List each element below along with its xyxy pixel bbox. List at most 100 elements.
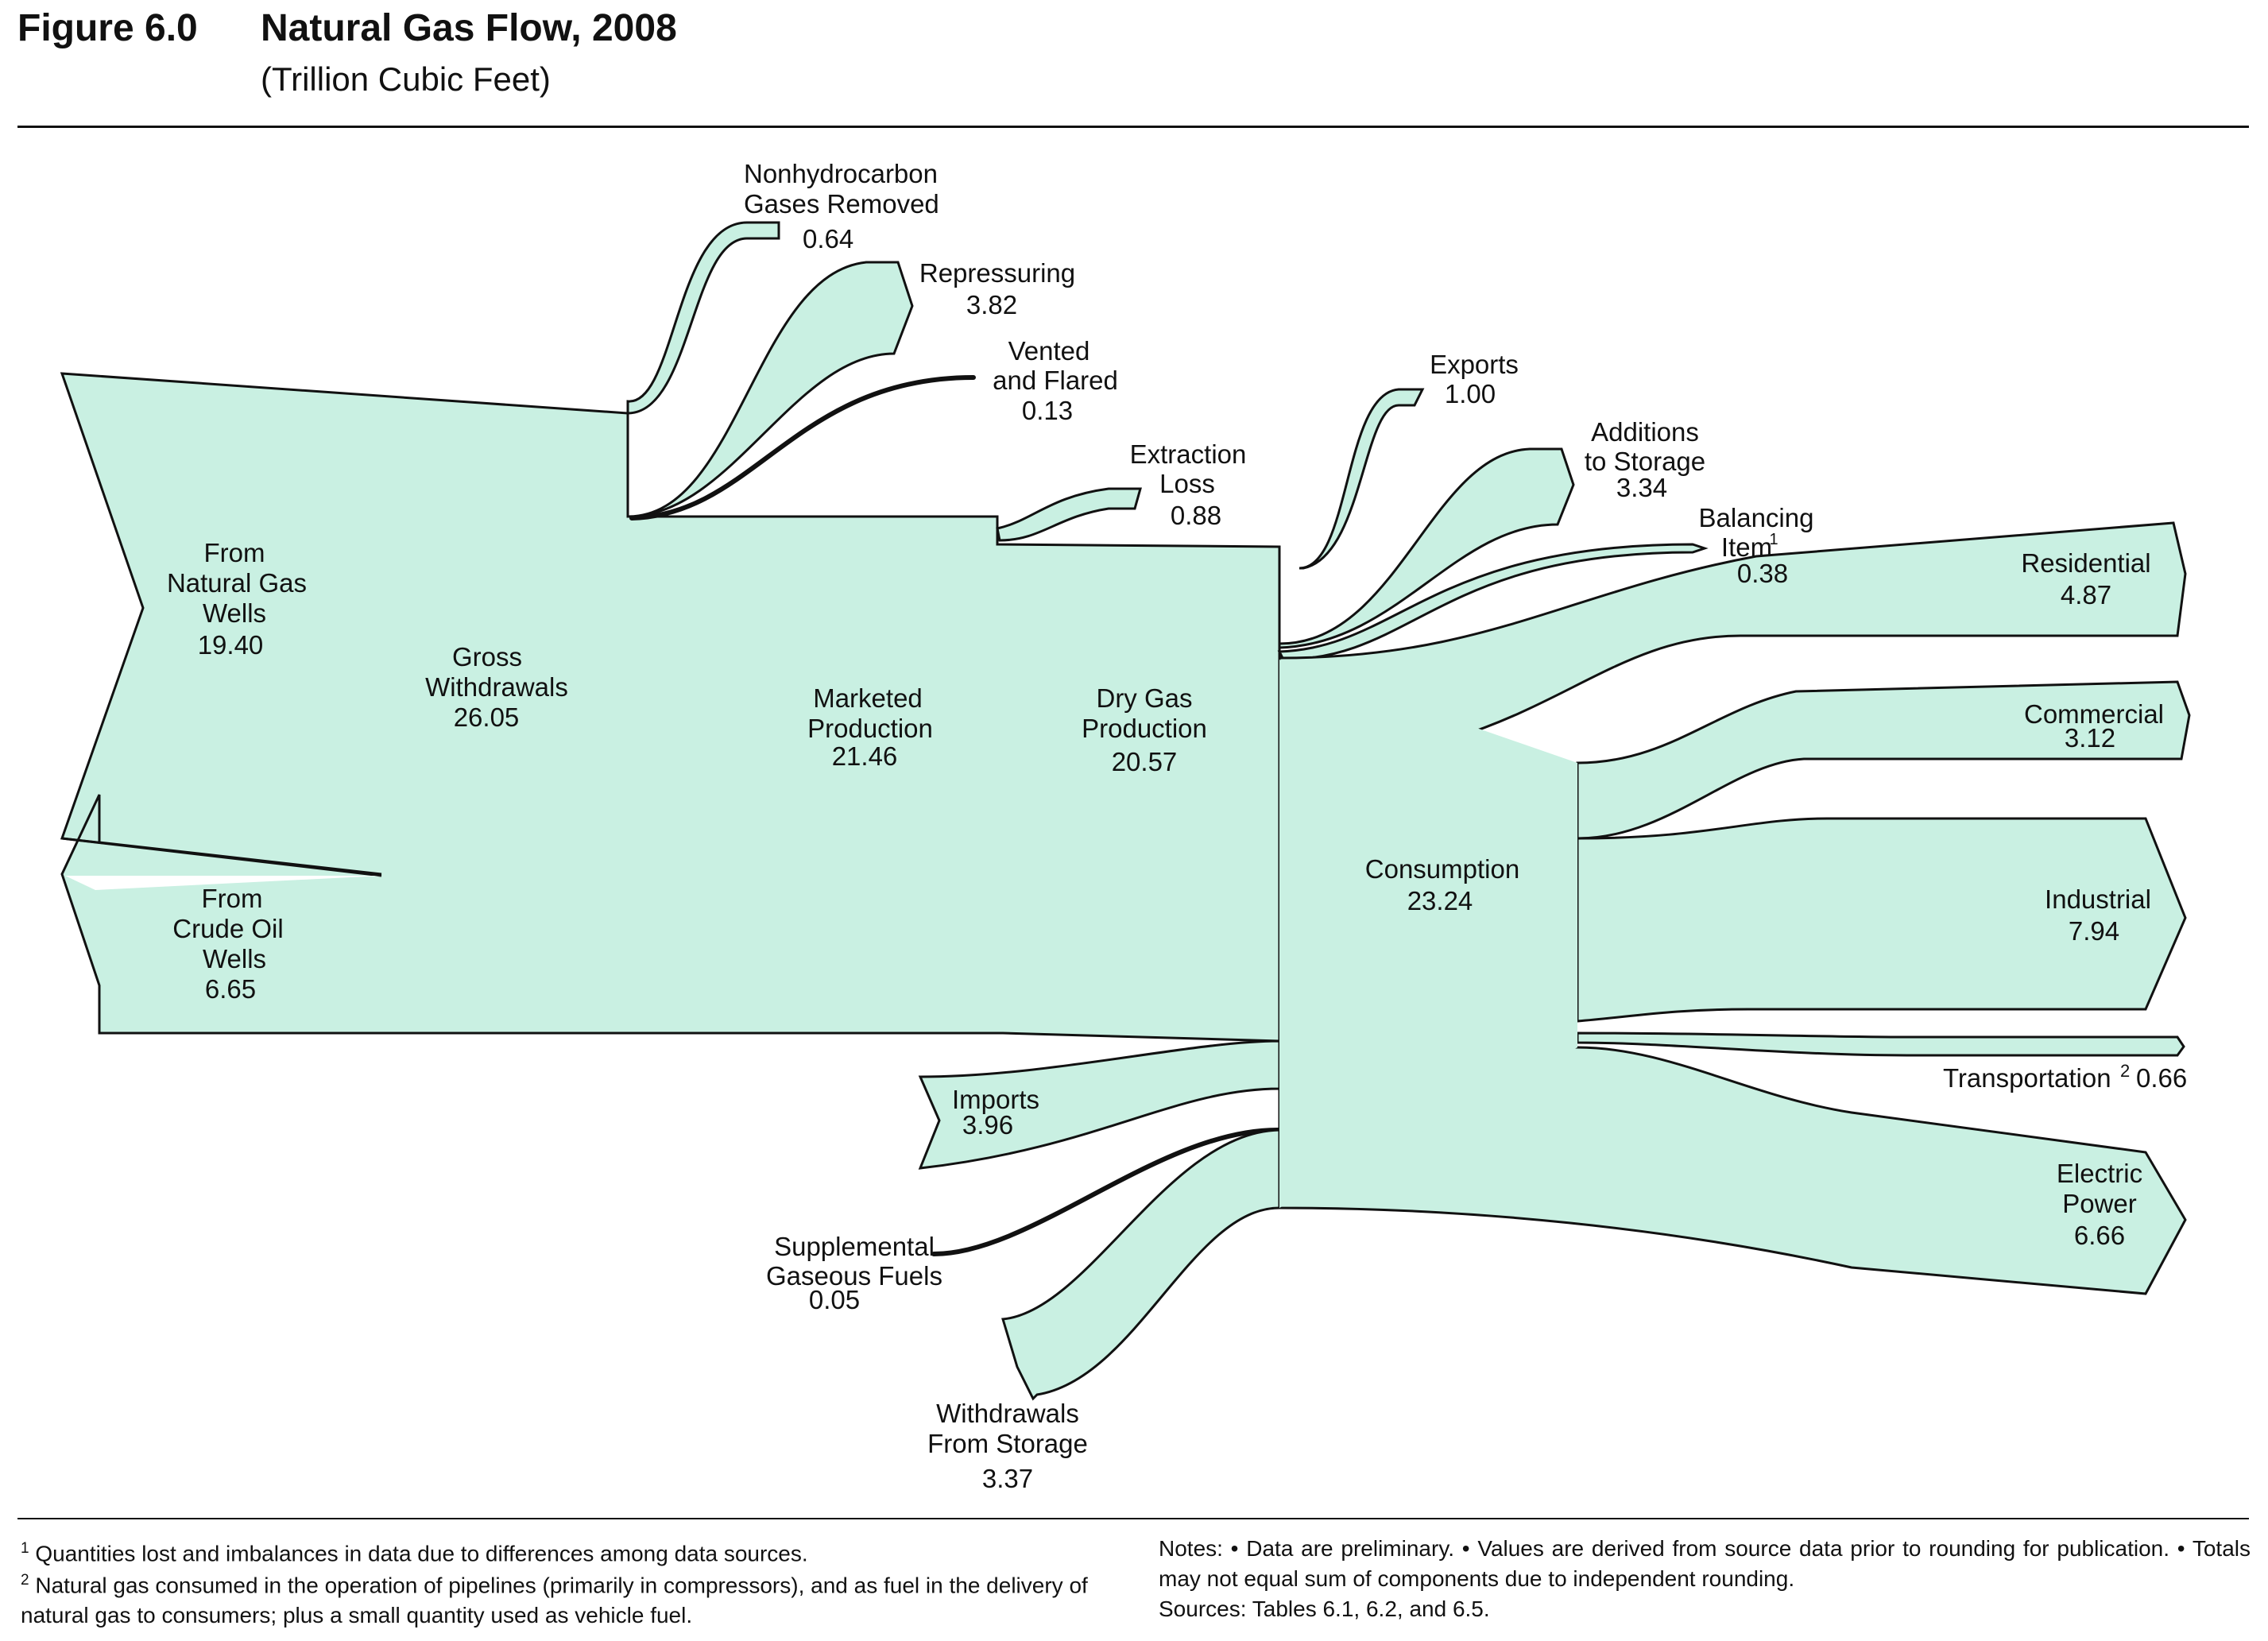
svg-text:Wells: Wells — [203, 944, 266, 973]
figure-number: Figure 6.0 — [17, 7, 198, 49]
label-natural-gas-wells: From Natural Gas Wells 19.40 — [167, 538, 307, 660]
label-extraction-loss: Extraction Loss 0.88 — [1130, 439, 1247, 530]
footnote-2: 2 Natural gas consumed in the operation … — [21, 1566, 1117, 1631]
label-exports: Exports 1.00 — [1430, 350, 1519, 408]
flow-exports — [1298, 388, 1425, 570]
notes-block: Notes: • Data are preliminary. • Values … — [1159, 1534, 2251, 1624]
svg-text:Item: Item — [1721, 532, 1772, 562]
svg-text:Marketed: Marketed — [813, 683, 923, 713]
svg-text:6.66: 6.66 — [2074, 1221, 2125, 1250]
flow-additions-storage — [1278, 447, 1575, 649]
label-consumption: Consumption 23.24 — [1365, 854, 1519, 915]
figure-subtitle: (Trillion Cubic Feet) — [261, 60, 551, 98]
label-dry-gas-production: Dry Gas Production 20.57 — [1082, 683, 1207, 776]
svg-text:4.87: 4.87 — [2061, 580, 2111, 610]
label-industrial: Industrial 7.94 — [2045, 884, 2151, 946]
svg-text:Crude Oil: Crude Oil — [172, 914, 283, 943]
flow-nonhydrocarbon — [626, 221, 780, 415]
label-crude-oil-wells: From Crude Oil Wells 6.65 — [172, 884, 283, 1004]
label-marketed-production: Marketed Production 21.46 — [807, 683, 933, 771]
svg-text:Gases Removed: Gases Removed — [744, 189, 939, 219]
svg-text:Exports: Exports — [1430, 350, 1519, 379]
svg-text:Nonhydrocarbon: Nonhydrocarbon — [744, 159, 938, 188]
well-divider-line — [61, 837, 382, 877]
label-withdrawals-storage: Withdrawals From Storage 3.37 — [927, 1399, 1088, 1493]
label-additions-storage: Additions to Storage 3.34 — [1585, 417, 1705, 502]
label-repressuring: Repressuring 3.82 — [919, 258, 1075, 319]
label-vented-flared: Vented and Flared 0.13 — [993, 336, 1118, 425]
svg-text:Dry Gas: Dry Gas — [1096, 683, 1192, 713]
svg-text:Power: Power — [2062, 1189, 2137, 1218]
flow-transportation — [1576, 1031, 2185, 1057]
flow-supplemental — [931, 1127, 1282, 1256]
svg-text:26.05: 26.05 — [454, 702, 520, 732]
flow-vented-flared — [629, 375, 976, 521]
top-rule — [17, 126, 2249, 128]
flow-balancing-item — [1277, 543, 1709, 661]
svg-text:Wells: Wells — [203, 598, 266, 628]
footnote-2-text: Natural gas consumed in the operation of… — [21, 1573, 1088, 1628]
svg-text:Gross: Gross — [452, 642, 522, 671]
transportation-footnote-marker: 2 — [2120, 1061, 2130, 1081]
svg-text:6.65: 6.65 — [205, 974, 256, 1004]
svg-text:23.24: 23.24 — [1407, 886, 1473, 915]
svg-text:0.88: 0.88 — [1171, 501, 1221, 530]
svg-text:Commercial: Commercial — [2024, 699, 2164, 729]
flow-commercial — [1576, 680, 2191, 840]
svg-text:Production: Production — [807, 714, 933, 743]
footnote-1-text: Quantities lost and imbalances in data d… — [35, 1541, 808, 1566]
svg-text:Production: Production — [1082, 714, 1207, 743]
svg-text:20.57: 20.57 — [1112, 747, 1178, 776]
label-transportation: Transportation 2 0.66 — [1943, 1061, 2187, 1093]
svg-text:From: From — [202, 884, 263, 913]
svg-text:Industrial: Industrial — [2045, 884, 2151, 914]
svg-text:Residential: Residential — [2021, 548, 2150, 578]
svg-text:0.05: 0.05 — [809, 1285, 860, 1314]
svg-text:Imports: Imports — [952, 1085, 1039, 1114]
flow-consumption-block — [1279, 660, 1577, 1208]
svg-text:7.94: 7.94 — [2069, 916, 2119, 946]
flow-crude-oil-wells — [65, 876, 381, 890]
svg-text:Loss: Loss — [1159, 469, 1215, 498]
figure-title: Natural Gas Flow, 2008 — [261, 7, 677, 49]
svg-text:Extraction: Extraction — [1130, 439, 1247, 469]
label-balancing-item: Balancing Item 1 0.38 — [1699, 503, 1814, 588]
svg-text:3.82: 3.82 — [966, 290, 1017, 319]
svg-text:3.37: 3.37 — [982, 1464, 1033, 1493]
svg-text:0.13: 0.13 — [1022, 396, 1073, 425]
svg-text:to Storage: to Storage — [1585, 447, 1705, 476]
label-residential: Residential 4.87 — [2021, 548, 2150, 610]
flow-repressuring — [627, 261, 914, 518]
svg-text:3.12: 3.12 — [2065, 723, 2115, 753]
svg-text:3.34: 3.34 — [1616, 473, 1667, 502]
label-commercial: Commercial 3.12 — [2024, 699, 2164, 753]
svg-text:0.66: 0.66 — [2136, 1063, 2187, 1093]
svg-text:21.46: 21.46 — [832, 741, 898, 771]
label-electric-power: Electric Power 6.66 — [2057, 1159, 2142, 1250]
natural-gas-flow-diagram: From Natural Gas Wells 19.40 From Crude … — [60, 159, 2191, 1493]
svg-text:Transportation: Transportation — [1943, 1063, 2111, 1093]
svg-text:Vented: Vented — [1008, 336, 1090, 366]
svg-text:Consumption: Consumption — [1365, 854, 1519, 884]
svg-text:and Flared: and Flared — [993, 366, 1118, 395]
svg-text:1.00: 1.00 — [1445, 379, 1496, 408]
svg-text:Gaseous Fuels: Gaseous Fuels — [766, 1261, 942, 1291]
svg-text:Withdrawals: Withdrawals — [425, 672, 568, 702]
svg-text:Repressuring: Repressuring — [919, 258, 1075, 288]
label-gross-withdrawals: Gross Withdrawals 26.05 — [425, 642, 568, 732]
footnote-1-marker: 1 — [21, 1540, 29, 1557]
flow-industrial — [1576, 817, 2187, 1023]
label-imports: Imports 3.96 — [952, 1085, 1039, 1140]
svg-text:From: From — [204, 538, 265, 567]
sources-text: Sources: Tables 6.1, 6.2, and 6.5. — [1159, 1596, 1490, 1621]
svg-text:Withdrawals: Withdrawals — [936, 1399, 1079, 1428]
svg-text:Balancing: Balancing — [1699, 503, 1814, 532]
svg-text:3.96: 3.96 — [962, 1110, 1013, 1140]
label-nonhydrocarbon: Nonhydrocarbon Gases Removed 0.64 — [744, 159, 939, 254]
svg-text:19.40: 19.40 — [198, 630, 264, 660]
svg-text:Additions: Additions — [1591, 417, 1699, 447]
svg-text:0.38: 0.38 — [1737, 559, 1788, 588]
label-supplemental: Supplemental Gaseous Fuels 0.05 — [766, 1232, 942, 1314]
flow-electric-power — [1278, 1046, 2187, 1295]
svg-text:From Storage: From Storage — [927, 1429, 1088, 1458]
